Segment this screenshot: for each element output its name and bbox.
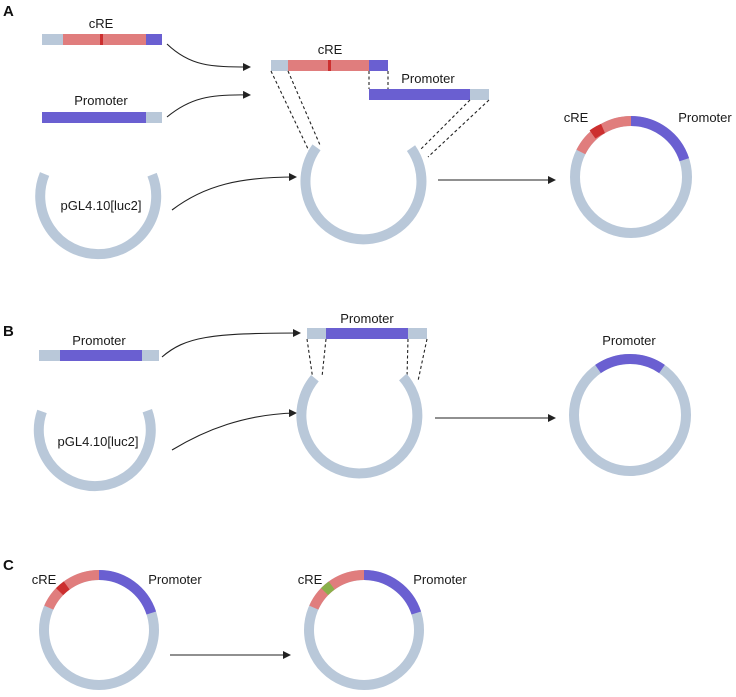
panel-c-original-promoter-label: Promoter [148, 572, 202, 587]
panel-a-cre-label: cRE [89, 16, 114, 31]
panel-c-label: C [3, 557, 14, 574]
panel-b-result-promoter-label: Promoter [602, 333, 656, 348]
panel-a-mid-cre-insert [271, 60, 388, 71]
panel-a-result-plasmid [570, 115, 692, 238]
panel-b-mid-promoter-label: Promoter [340, 311, 394, 326]
panel-a-open-plasmid [35, 172, 162, 260]
panel-a-promoter-insert [42, 112, 162, 123]
panel-a-mid-cre-label: cRE [318, 42, 343, 57]
panel-a-cre-insert [42, 34, 162, 45]
panel-b-mid-promoter-insert [307, 328, 427, 339]
panel-a-mid-promoter-insert [369, 89, 489, 100]
panel-a-arrow-cre [166, 43, 251, 71]
panel-a-result-cre-label: cRE [564, 110, 589, 125]
panel-b-arrow-promoter [161, 329, 301, 358]
panel-a-arrow-promoter [166, 90, 251, 118]
panel-c-variant-promoter-label: Promoter [413, 572, 467, 587]
panel-b-mid-open-plasmid [296, 373, 423, 479]
panel-b-promoter-insert [39, 350, 159, 361]
panel-a-mid-promoter-label: Promoter [401, 71, 455, 86]
panel-b-promoter-label: Promoter [72, 333, 126, 348]
panel-b-plasmid-label: pGL4.10[luc2] [58, 434, 139, 449]
panel-a-arrow-plasmid [171, 173, 297, 211]
panel-c-plasmid-original [39, 570, 159, 690]
panel-c-variant-cre-label: cRE [298, 572, 323, 587]
panel-c-plasmid-variant [304, 570, 424, 690]
panel-a-mid-open-plasmid [300, 144, 427, 245]
panel-b-open-plasmid [33, 408, 156, 492]
panel-b-arrow-plasmid [171, 409, 297, 451]
panel-a-promoter-label: Promoter [74, 93, 128, 108]
panel-b-dashed-guides [306, 338, 428, 382]
panel-b-result-plasmid [569, 354, 691, 476]
panel-a-label: A [3, 3, 14, 20]
variant-mark [321, 581, 335, 596]
panel-b-label: B [3, 323, 14, 340]
cre-mark [100, 34, 103, 45]
panel-a-result-promoter-label: Promoter [678, 110, 732, 125]
panel-a-dashed-guides [270, 70, 490, 158]
panel-c-original-cre-label: cRE [32, 572, 57, 587]
panel-a-plasmid-label: pGL4.10[luc2] [61, 198, 142, 213]
